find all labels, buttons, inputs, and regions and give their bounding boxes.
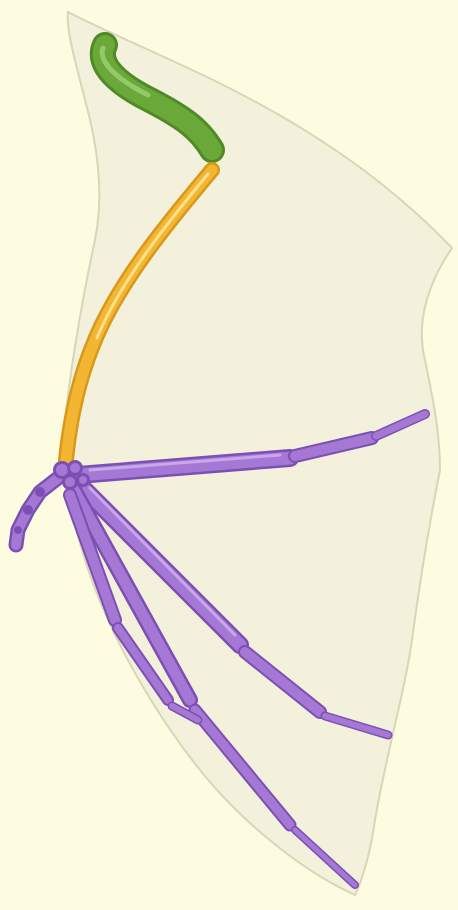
thumb-digit — [14, 478, 58, 545]
